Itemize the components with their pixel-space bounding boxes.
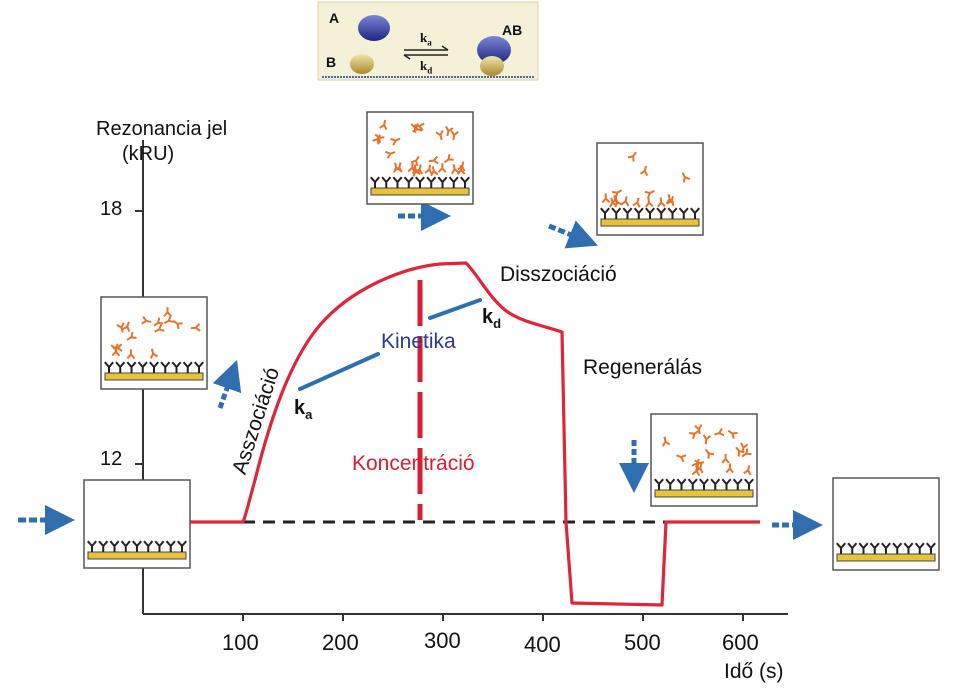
y-axis-title-line2: (kRU) — [122, 143, 175, 165]
panel-equilibrium — [366, 111, 474, 205]
x-tick-label-300: 300 — [424, 628, 461, 653]
dissociation-label: Disszociáció — [500, 263, 617, 286]
flow-arrow-up — [212, 359, 242, 409]
x-tick-label-400: 400 — [524, 632, 561, 657]
regeneration-label: Regenerálás — [583, 356, 703, 379]
concentration-label: Koncentráció — [352, 452, 475, 475]
y-axis-title-line1: Rezonancia jel — [96, 118, 228, 140]
x-tick-label-100: 100 — [222, 630, 259, 655]
ka-tangent-line — [298, 352, 380, 391]
x-axis-title: Idő (s) — [724, 660, 784, 683]
gold-chip — [836, 553, 936, 562]
panel-dissociation — [596, 142, 704, 236]
reaction-kd-label: kd — [420, 58, 433, 76]
panel-baseline-start — [83, 479, 191, 569]
y-tick-label-18: 18 — [100, 198, 123, 220]
panel-regeneration — [650, 413, 758, 507]
x-tick-label-500: 500 — [624, 630, 661, 655]
molecule-a — [358, 15, 390, 41]
molecule-a-label: A — [329, 10, 340, 26]
complex-ab-label: AB — [502, 22, 523, 38]
molecule-b-label: B — [326, 54, 337, 70]
flow-arrow-diagonal — [548, 220, 598, 249]
reaction-ka-label: ka — [420, 30, 432, 48]
kinetics-label: Kinetika — [381, 330, 456, 353]
gold-chip — [370, 187, 470, 196]
kd-tangent-line — [428, 298, 482, 320]
gold-chip — [600, 218, 700, 227]
y-tick-label-12: 12 — [100, 448, 123, 470]
forward-arrow — [404, 45, 449, 51]
flow-arrows — [18, 201, 823, 540]
ka-label: ka — [294, 397, 313, 422]
panel-association — [100, 296, 208, 390]
reverse-arrow — [403, 54, 448, 60]
sensorgram-curve — [190, 261, 760, 607]
reaction-scheme — [317, 1, 539, 81]
molecule-b — [350, 54, 374, 74]
kd-label: kd — [482, 306, 502, 331]
complex-ab-b — [480, 56, 504, 76]
gold-chip — [87, 551, 187, 560]
panel-baseline-end — [832, 477, 940, 571]
complex-ab-a — [477, 36, 511, 64]
x-tick-label-200: 200 — [322, 630, 359, 655]
gold-chip — [654, 489, 754, 498]
x-tick-label-600: 600 — [722, 630, 759, 655]
gold-chip — [104, 372, 204, 381]
